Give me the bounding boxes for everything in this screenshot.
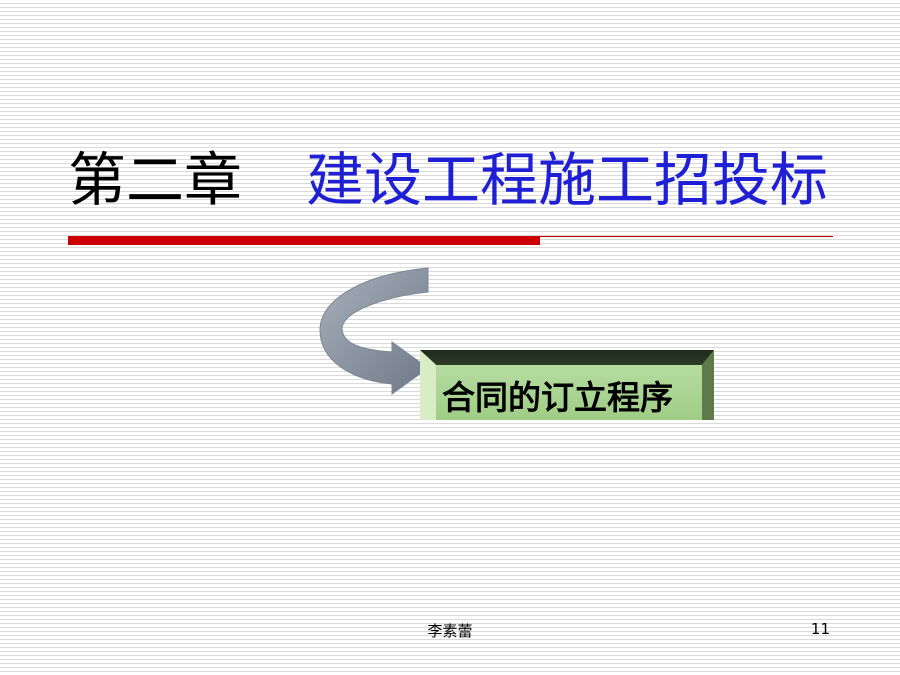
footer-author: 李素蕾	[427, 622, 473, 640]
chapter-label: 第二章	[68, 146, 243, 214]
process-box-label: 合同的订立程序	[442, 378, 673, 417]
process-box-right	[702, 350, 714, 420]
chapter-topic: 建设工程施工招投标	[306, 146, 829, 214]
process-box-top	[420, 350, 714, 365]
page-number: 11	[810, 620, 830, 638]
curved-arrow-icon	[319, 267, 429, 395]
process-box: 合同的订立程序	[420, 350, 714, 420]
slide-title: 第二章建设工程施工招投标	[68, 142, 828, 218]
process-box-left	[420, 350, 436, 420]
title-divider-thick	[68, 236, 540, 245]
process-box-front	[436, 365, 702, 420]
curved-arrow-body	[319, 267, 429, 395]
